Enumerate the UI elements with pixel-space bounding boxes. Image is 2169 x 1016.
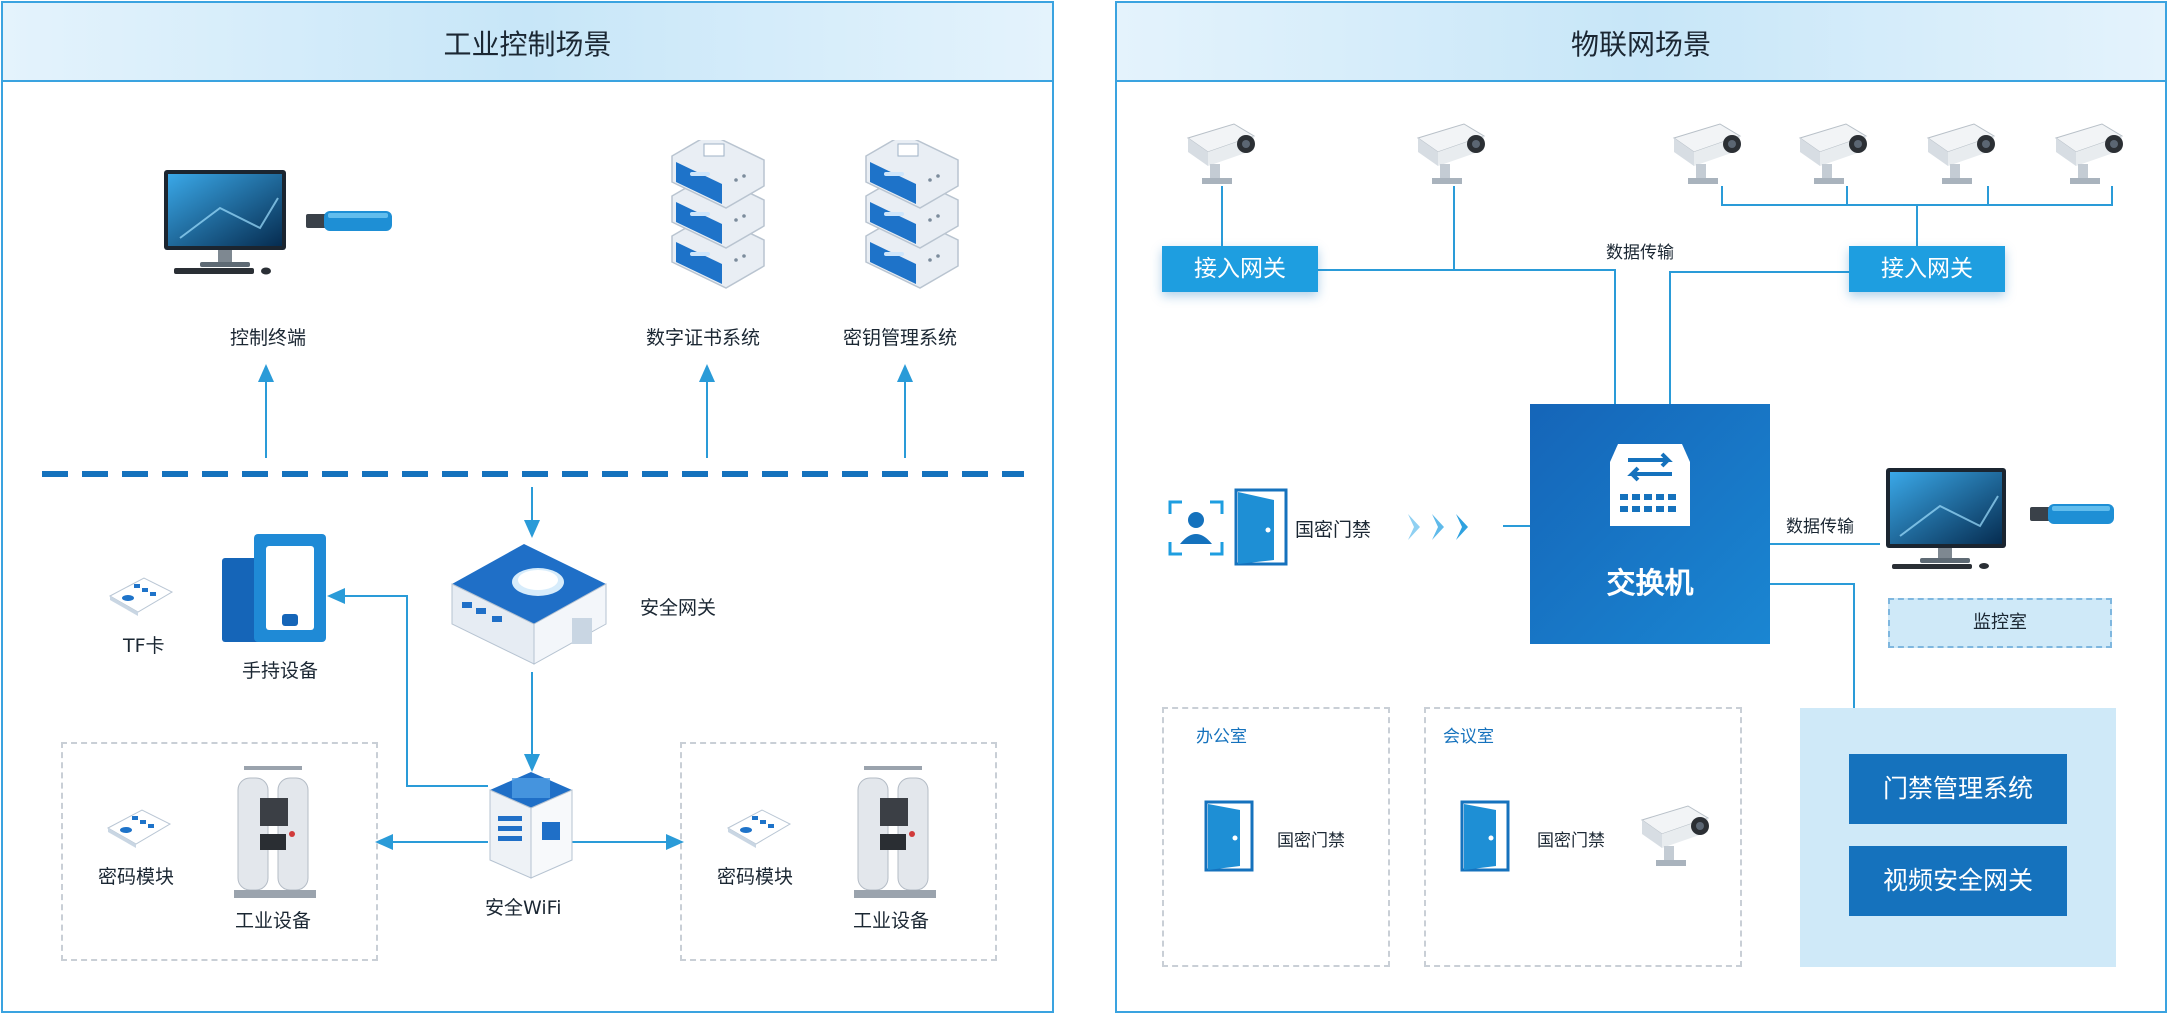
- tf-card-icon: [108, 577, 174, 616]
- security-gateway-label: 安全网关: [640, 597, 717, 619]
- security-gateway-icon: [451, 544, 607, 665]
- safe-wifi-label: 安全WiFi: [485, 897, 562, 919]
- crypto-module-label: 密码模块: [717, 866, 794, 888]
- camera-icon: [1672, 123, 1742, 184]
- camera-icon: [2054, 123, 2124, 184]
- data-transfer-label: 数据传输: [1786, 517, 1854, 537]
- crypto-module-label: 密码模块: [98, 866, 175, 888]
- office-label: 办公室: [1196, 727, 1247, 747]
- door-icon: [1460, 800, 1510, 872]
- door-icon: [1204, 800, 1254, 872]
- usb-key-icon: [2030, 504, 2114, 524]
- monitor-icon: [1886, 468, 2006, 569]
- monitor-icon: [164, 170, 286, 275]
- wifi-router-icon: [489, 772, 573, 879]
- handheld-label: 手持设备: [242, 660, 319, 682]
- door-icon: [1234, 488, 1288, 566]
- meeting-room-label: 会议室: [1443, 727, 1494, 747]
- digital-cert-label: 数字证书系统: [646, 327, 761, 349]
- switch-box: 交换机: [1530, 404, 1770, 644]
- camera-icon: [1926, 123, 1996, 184]
- tf-card-label: TF卡: [123, 635, 165, 657]
- panel-title: 工业控制场景: [443, 28, 612, 61]
- access-mgmt-system-box: 门禁管理系统: [1849, 754, 2067, 824]
- crypto-module-icon: [726, 809, 792, 848]
- door-access-label: 国密门禁: [1295, 519, 1372, 541]
- panel-header: 工业控制场景: [3, 3, 1052, 82]
- camera-icon: [1186, 123, 1256, 184]
- chevrons-icon: [1408, 514, 1468, 540]
- video-security-gateway-box: 视频安全网关: [1849, 846, 2067, 916]
- industrial-equipment-icon: [234, 766, 316, 898]
- meeting-room-box: [1424, 707, 1742, 967]
- handheld-device-icon: [222, 534, 326, 642]
- gateway-to-switch-line: [1318, 269, 1616, 404]
- industrial-device-label: 工业设备: [235, 910, 312, 932]
- switch-icon: [1610, 444, 1690, 526]
- camera-icon: [1640, 805, 1710, 866]
- industrial-equipment-icon: [854, 766, 936, 898]
- access-gateway-box: 接入网关: [1849, 246, 2005, 292]
- access-gateway-box: 接入网关: [1162, 246, 1318, 292]
- switch-to-systems-line: [1770, 583, 1855, 708]
- camera-icon: [1416, 123, 1486, 184]
- gateway-to-switch-line: [1669, 271, 1849, 404]
- systems-area: [1800, 708, 2116, 967]
- device-group-box: [680, 742, 997, 961]
- office-door-label: 国密门禁: [1277, 831, 1345, 851]
- meeting-door-label: 国密门禁: [1537, 831, 1605, 851]
- panel-title: 物联网场景: [1570, 28, 1711, 61]
- office-box: [1162, 707, 1390, 967]
- device-group-box: [61, 742, 378, 961]
- server-icon: [671, 140, 765, 289]
- crypto-module-icon: [106, 809, 172, 848]
- data-transfer-label: 数据传输: [1606, 243, 1674, 263]
- key-mgmt-label: 密钥管理系统: [843, 327, 958, 349]
- arrow-wifi-to-handheld: [327, 588, 488, 787]
- industrial-device-label: 工业设备: [853, 910, 930, 932]
- monitor-room-box: 监控室: [1888, 598, 2112, 648]
- panel-header: 物联网场景: [1117, 3, 2165, 82]
- face-scan-icon: [1168, 500, 1224, 556]
- camera-bus-line: [1721, 186, 2113, 206]
- usb-key-icon: [306, 211, 392, 231]
- server-icon: [865, 140, 959, 289]
- control-terminal-label: 控制终端: [230, 327, 307, 349]
- switch-label: 交换机: [1606, 566, 1694, 600]
- camera-icon: [1798, 123, 1868, 184]
